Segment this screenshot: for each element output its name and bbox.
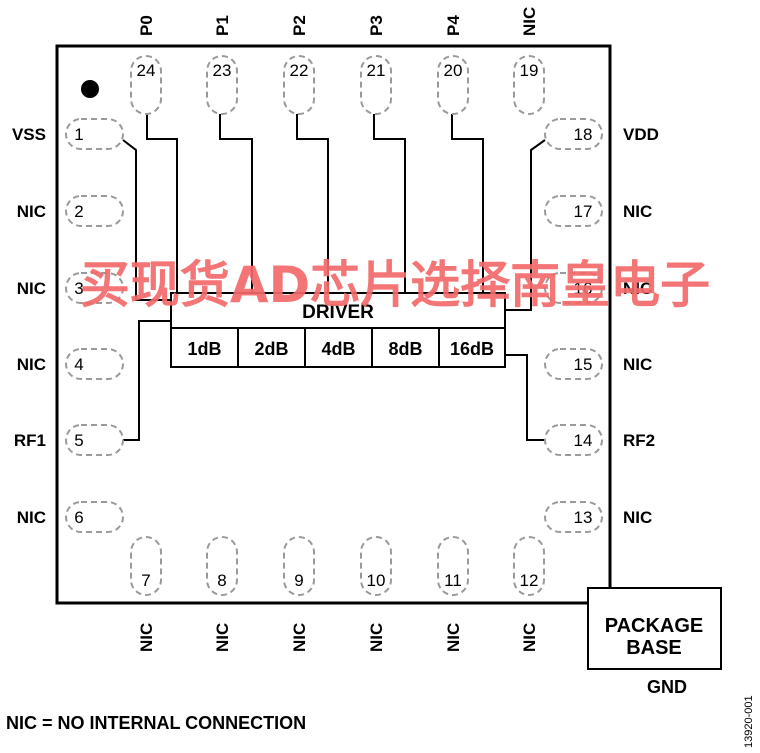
pin-name-label: NIC: [17, 202, 46, 221]
pin-number: 21: [367, 61, 386, 80]
pin-name-label: NIC: [17, 508, 46, 527]
pin-number: 15: [574, 355, 593, 374]
pin-pad: [437, 536, 469, 596]
pin-name-label: NIC: [17, 355, 46, 374]
pin-name-label: NIC: [17, 279, 46, 298]
pin-number: 12: [520, 571, 539, 590]
pin-pad: [65, 272, 124, 304]
driver-label: DRIVER: [302, 302, 374, 323]
attenuation-bit-box: [237, 327, 306, 368]
pin-number: 4: [74, 355, 83, 374]
pin-number: 5: [74, 431, 83, 450]
pin-number: 3: [74, 279, 83, 298]
pin-name-label: NIC: [444, 623, 463, 652]
pin-name-label: NIC: [623, 355, 652, 374]
pin-name-label: P3: [367, 15, 386, 36]
internal-wiring: [122, 114, 546, 441]
pin-number: 2: [74, 202, 83, 221]
package-base-box: [587, 587, 722, 670]
pin-pad: [360, 55, 392, 115]
pin-number: 22: [290, 61, 309, 80]
pin-name-label: NIC: [367, 623, 386, 652]
pin-pad: [206, 536, 238, 596]
pin-name-label: P0: [137, 15, 156, 36]
figure-id: 13920-001: [743, 695, 755, 748]
pin-name-label: RF2: [623, 431, 655, 450]
pins: 24P023P122P221P320P419NIC7NIC8NIC9NIC10N…: [12, 7, 659, 652]
package-base-line2: BASE: [626, 637, 682, 659]
pin-number: 10: [367, 571, 386, 590]
pin-name-label: NIC: [213, 623, 232, 652]
pin-pad: [283, 536, 315, 596]
pin-pad: [437, 55, 469, 115]
pin-pad: [544, 348, 603, 380]
pin-pad: [130, 536, 162, 596]
pin-number: 7: [141, 571, 150, 590]
pin-number: 17: [574, 202, 593, 221]
pin-number: 13: [574, 508, 593, 527]
pin-pad: [544, 118, 603, 150]
attenuation-bit-box: [304, 327, 373, 368]
footnote: NIC = NO INTERNAL CONNECTION: [6, 713, 306, 733]
pin-pad: [544, 501, 603, 533]
pin-pad: [65, 424, 124, 456]
pin-pad: [544, 195, 603, 227]
watermark-text: 买现货AD芯片选择南皇电子: [80, 256, 710, 314]
pin-name-label: P4: [444, 15, 463, 36]
pin-name-label: NIC: [623, 279, 652, 298]
pin-pad: [513, 536, 545, 596]
pin-name-label: NIC: [520, 623, 539, 652]
pin-number: 20: [444, 61, 463, 80]
pin-name-label: VSS: [12, 125, 46, 144]
attenuation-bit-box: [170, 327, 239, 368]
pin-name-label: NIC: [290, 623, 309, 652]
pin-number: 18: [574, 125, 593, 144]
gnd-label: GND: [647, 677, 687, 697]
pin-number: 14: [574, 431, 593, 450]
pin-pad: [65, 501, 124, 533]
pin-pad: [130, 55, 162, 115]
attenuation-bit-label: 2dB: [254, 339, 288, 359]
attenuation-bits: 1dB 2dB 4dB 8dB 16dB: [170, 327, 506, 368]
pin-pad: [360, 536, 392, 596]
package-base-line1: PACKAGE: [605, 615, 704, 637]
pin-name-label: NIC: [623, 202, 652, 221]
pin-pad: [65, 195, 124, 227]
pin-name-label: P1: [213, 15, 232, 36]
attenuation-bit-box: [438, 327, 506, 368]
pin-number: 24: [137, 61, 156, 80]
attenuation-bit-label: 4dB: [321, 339, 355, 359]
pin-number: 6: [74, 508, 83, 527]
pin-pad: [513, 55, 545, 115]
pin-number: 23: [213, 61, 232, 80]
pin-number: 19: [520, 61, 539, 80]
pin-number: 8: [217, 571, 226, 590]
pin-name-label: NIC: [137, 623, 156, 652]
attenuation-bit-box: [371, 327, 440, 368]
attenuation-bit-label: 16dB: [450, 339, 494, 359]
attenuation-bit-label: 8dB: [388, 339, 422, 359]
pin-name-label: NIC: [623, 508, 652, 527]
pin-name-label: RF1: [14, 431, 46, 450]
pin-number: 1: [74, 125, 83, 144]
pin-pad: [544, 424, 603, 456]
pin1-indicator-dot: [81, 80, 99, 98]
pin-pad: [544, 272, 603, 304]
pin-pad: [283, 55, 315, 115]
pin-pad: [65, 348, 124, 380]
pin-name-label: VDD: [623, 125, 659, 144]
pin-pad: [206, 55, 238, 115]
pin-number: 16: [574, 279, 593, 298]
pin-name-label: P2: [290, 15, 309, 36]
pin-number: 11: [444, 571, 462, 590]
pin-number: 9: [294, 571, 303, 590]
pin-name-label: NIC: [520, 7, 539, 36]
pin-pad: [65, 118, 124, 150]
attenuation-bit-label: 1dB: [187, 339, 221, 359]
